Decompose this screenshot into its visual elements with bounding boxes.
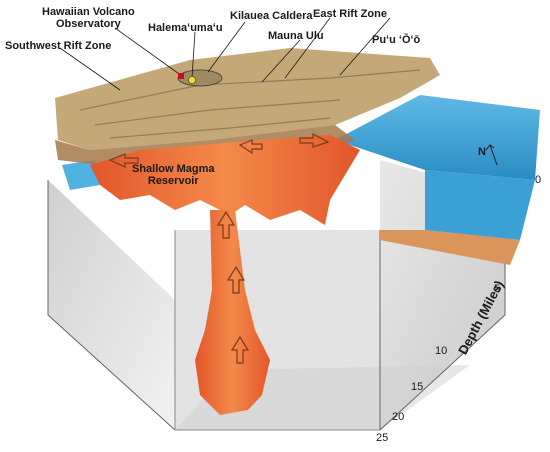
halemaumau-marker <box>188 76 196 84</box>
box-edge-left <box>47 180 176 431</box>
island-surface <box>55 48 440 150</box>
ocean-front-face <box>425 170 535 240</box>
compass-icon <box>485 144 498 166</box>
leader-lines <box>59 17 391 91</box>
magma-conduit <box>195 210 270 415</box>
label-hvo: Hawaiian Volcano Observatory <box>42 6 135 30</box>
island-ridges <box>79 69 421 139</box>
label-kilauea-caldera: Kilauea Caldera <box>230 10 313 22</box>
depth-tick-15: 15 <box>411 381 424 393</box>
depth-tick-5: 5 <box>494 283 501 295</box>
depth-tick-25: 25 <box>376 432 389 444</box>
label-southwest-rift-zone: Southwest Rift Zone <box>5 40 112 52</box>
label-mauna-ulu: Mauna Ulu <box>268 30 324 42</box>
label-east-rift-zone: East Rift Zone <box>313 8 387 20</box>
depth-tick-0: 0 <box>535 174 542 186</box>
label-puu-oo: Puʻu ʻŌʻō <box>372 34 421 46</box>
flow-arrows <box>108 133 330 364</box>
magma-reservoir <box>90 135 360 225</box>
ocean-seafloor <box>380 230 520 265</box>
compass-north-label: N <box>478 146 486 158</box>
ocean-left <box>62 160 100 190</box>
label-halemaumau: Halemaʻumaʻu <box>148 22 223 34</box>
depth-tick-20: 20 <box>392 411 405 423</box>
ocean-surface <box>335 95 540 180</box>
depth-tick-10: 10 <box>435 345 448 357</box>
box-left-wall <box>48 180 175 430</box>
label-shallow-magma-reservoir: Shallow Magma Reservoir <box>132 163 215 187</box>
caldera-rim <box>177 69 223 87</box>
hvo-marker <box>178 73 184 79</box>
